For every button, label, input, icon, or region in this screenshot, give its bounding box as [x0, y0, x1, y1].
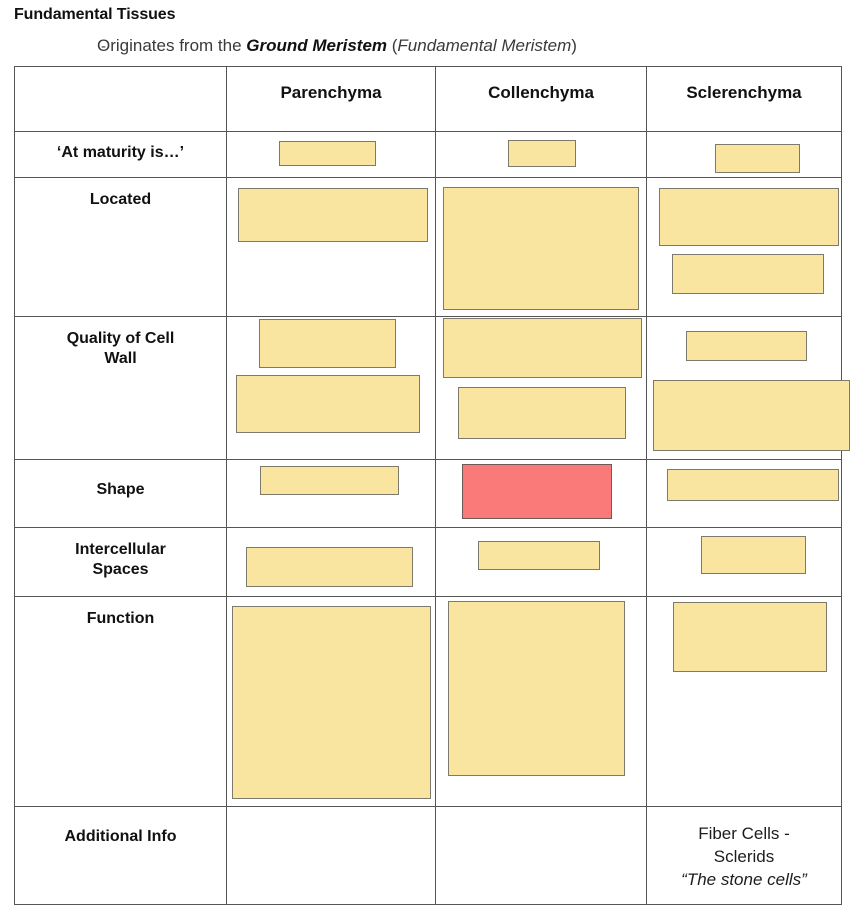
row-label-cell-additional-info: Additional Info	[14, 806, 227, 905]
cell-function-parenchyma	[226, 596, 436, 807]
cell-shape-parenchyma	[226, 459, 436, 528]
cell-shape-sclerenchyma	[646, 459, 842, 528]
cell-intercellular-parenchyma	[226, 527, 436, 597]
row-label-located: Located	[89, 191, 152, 208]
table-row-at-maturity: ‘At maturity is…’	[14, 131, 842, 178]
cell-function-sclerenchyma	[646, 596, 842, 807]
cell-additional-info-collenchyma	[435, 806, 647, 905]
cell-function-collenchyma	[435, 596, 647, 807]
answer-cover-box[interactable]	[443, 318, 642, 378]
bullet-italic: Fundamental Meristem	[397, 36, 572, 55]
row-label-quality-of-cell-wall: Quality of Cell Wall	[66, 330, 175, 367]
tissue-comparison-table: Parenchyma Collenchyma Sclerenchyma ‘At …	[14, 66, 850, 905]
cell-quality-sclerenchyma	[646, 316, 850, 460]
cell-located-parenchyma	[226, 177, 436, 317]
answer-cover-box[interactable]	[701, 536, 806, 574]
additional-info-sclerenchyma: Fiber Cells - Sclerids “The stone cells”	[647, 807, 841, 892]
answer-cover-box[interactable]	[667, 469, 839, 501]
cell-at-maturity-sclerenchyma	[646, 131, 842, 178]
table-row-shape: Shape	[14, 459, 842, 528]
answer-cover-box[interactable]	[478, 541, 600, 570]
answer-cover-box[interactable]	[653, 380, 850, 451]
table-row-located: Located	[14, 177, 842, 317]
answer-cover-box[interactable]	[238, 188, 428, 242]
bullet-paren-close: )	[571, 36, 577, 55]
bullet-text-before: Originates from the	[97, 36, 247, 55]
additional-info-line-2: Sclerids	[713, 846, 775, 866]
column-header-collenchyma: Collenchyma	[435, 66, 647, 132]
table-row-quality-of-cell-wall: Quality of Cell Wall	[14, 316, 850, 460]
answer-cover-box[interactable]	[246, 547, 413, 587]
row-label-function: Function	[86, 610, 155, 627]
column-header-sclerenchyma-label: Sclerenchyma	[686, 83, 802, 102]
row-label-cell-quality: Quality of Cell Wall	[14, 316, 227, 460]
table-header-row: Parenchyma Collenchyma Sclerenchyma	[14, 66, 842, 132]
row-label-cell-shape: Shape	[14, 459, 227, 528]
cell-quality-collenchyma	[435, 316, 647, 460]
answer-cover-box[interactable]	[259, 319, 396, 368]
bullet-marker: -	[101, 38, 106, 55]
answer-cover-box[interactable]	[260, 466, 399, 495]
additional-info-parenchyma-text	[227, 807, 435, 823]
cell-located-collenchyma	[435, 177, 647, 317]
table-corner-label	[15, 67, 226, 83]
table-row-intercellular-spaces: Intercellular Spaces	[14, 527, 842, 597]
cell-intercellular-sclerenchyma	[646, 527, 842, 597]
cell-additional-info-sclerenchyma: Fiber Cells - Sclerids “The stone cells”	[646, 806, 842, 905]
bullet-line: Originates from the Ground Meristem (Fun…	[97, 36, 577, 56]
table-row-function: Function	[14, 596, 842, 807]
column-header-parenchyma-label: Parenchyma	[280, 83, 382, 102]
cell-additional-info-parenchyma	[226, 806, 436, 905]
answer-cover-box[interactable]	[458, 387, 626, 439]
cell-shape-collenchyma	[435, 459, 647, 528]
table-corner-cell	[14, 66, 227, 132]
answer-cover-box[interactable]	[672, 254, 824, 294]
row-label-shape: Shape	[96, 481, 145, 498]
row-label-cell-at-maturity: ‘At maturity is…’	[14, 131, 227, 178]
answer-cover-box[interactable]	[673, 602, 827, 672]
cell-intercellular-collenchyma	[435, 527, 647, 597]
bullet-emphasis: Ground Meristem	[246, 36, 388, 55]
cell-quality-parenchyma	[226, 316, 436, 460]
column-header-sclerenchyma: Sclerenchyma	[646, 66, 842, 132]
column-header-collenchyma-label: Collenchyma	[488, 83, 594, 102]
column-header-parenchyma: Parenchyma	[226, 66, 436, 132]
answer-cover-box-red[interactable]	[462, 464, 612, 519]
answer-cover-box[interactable]	[715, 144, 800, 173]
answer-cover-box[interactable]	[448, 601, 625, 776]
additional-info-line-3: “The stone cells”	[681, 869, 807, 889]
page-title: Fundamental Tissues	[14, 6, 176, 23]
answer-cover-box[interactable]	[686, 331, 807, 361]
answer-cover-box[interactable]	[279, 141, 376, 166]
answer-cover-box[interactable]	[508, 140, 576, 167]
table-row-additional-info: Additional Info Fiber Cells - Sclerids “…	[14, 806, 842, 905]
bullet-paren-open: (	[387, 36, 398, 55]
row-label-additional-info: Additional Info	[64, 828, 177, 845]
row-label-cell-intercellular: Intercellular Spaces	[14, 527, 227, 597]
row-label-at-maturity: ‘At maturity is…’	[56, 144, 185, 161]
additional-info-line-1: Fiber Cells -	[698, 824, 790, 843]
cell-at-maturity-parenchyma	[226, 131, 436, 178]
answer-cover-box[interactable]	[236, 375, 420, 433]
row-label-intercellular-spaces: Intercellular Spaces	[75, 541, 166, 578]
cell-at-maturity-collenchyma	[435, 131, 647, 178]
cell-located-sclerenchyma	[646, 177, 842, 317]
row-label-cell-located: Located	[14, 177, 227, 317]
answer-cover-box[interactable]	[232, 606, 431, 799]
answer-cover-box[interactable]	[443, 187, 639, 310]
additional-info-collenchyma-text	[436, 807, 646, 823]
row-label-cell-function: Function	[14, 596, 227, 807]
answer-cover-box[interactable]	[659, 188, 839, 246]
